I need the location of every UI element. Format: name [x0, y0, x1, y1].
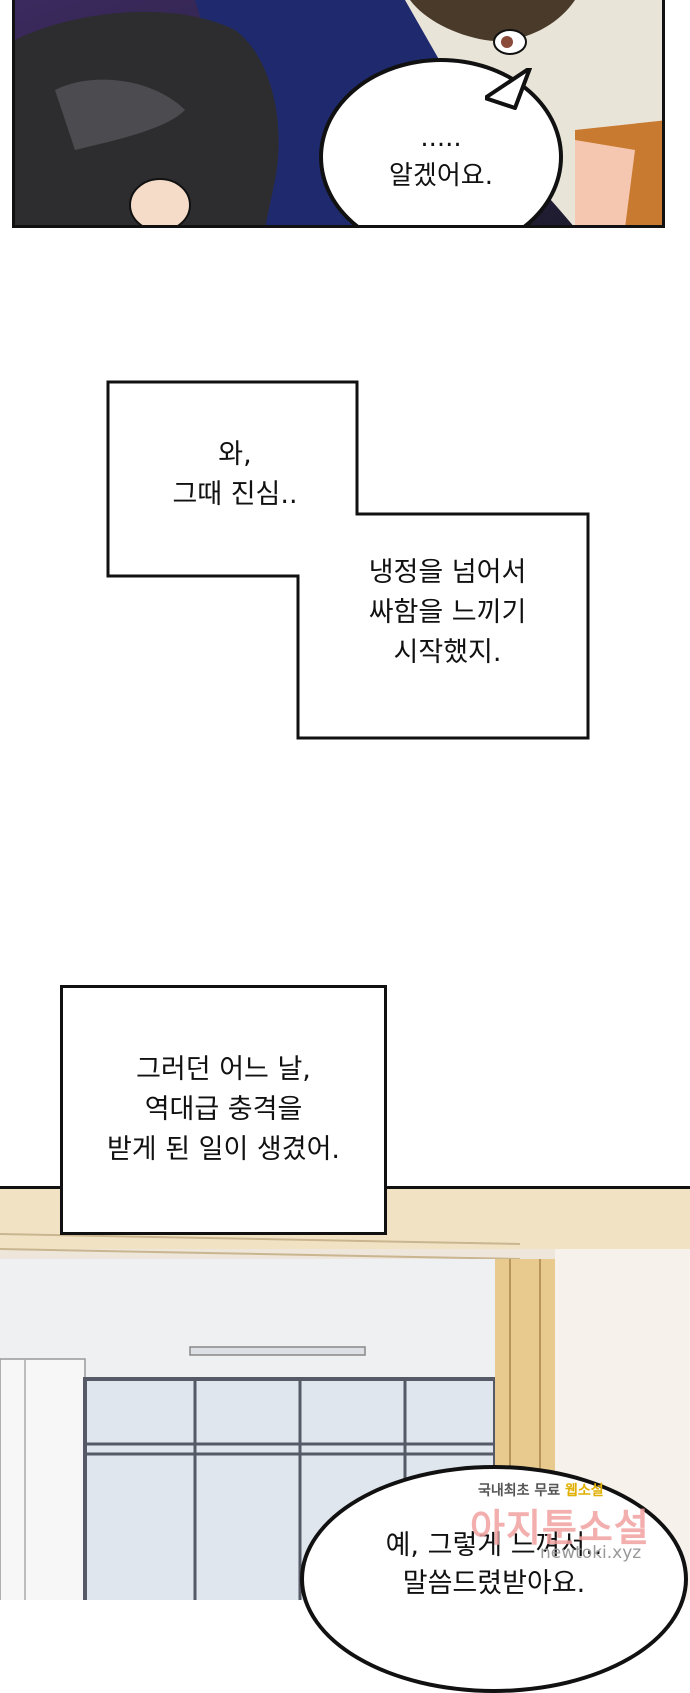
narration-box-1: 와, 그때 진심.. 냉정을 넘어서 싸함을 느끼기 시작했지.	[110, 385, 590, 755]
speech-text-top: ..... 알겠어요.	[389, 123, 493, 191]
comic-panel-top: ..... 알겠어요.	[12, 0, 665, 228]
narration-text-2: 그러던 어느 날, 역대급 충격을 받게 된 일이 생겼어.	[106, 1054, 341, 1165]
narration-box-2: 그러던 어느 날, 역대급 충격을 받게 된 일이 생겼어.	[60, 985, 387, 1235]
watermark-line1-left: 국내최초 무료	[478, 1483, 561, 1499]
watermark-url: newtoki.xyz	[540, 1543, 642, 1563]
speech-text-bottom: 예, 그렇게 느껴서.. 말씀드렸받아요.	[385, 1530, 603, 1599]
watermark-line1-right: 웹소설	[565, 1483, 604, 1499]
narration-text-1b: 냉정을 넘어서 싸함을 느끼기 시작했지.	[368, 557, 527, 668]
narration-text-1a: 와, 그때 진심..	[172, 439, 298, 510]
narration-box-1-frame	[106, 380, 590, 740]
watermark: 국내최초 무료 웹소설 아지툰소설 newtoki.xyz	[470, 1475, 670, 1575]
watermark-logo: 아지툰소설	[470, 1506, 650, 1550]
speech-bubble-tail-top	[485, 68, 532, 110]
